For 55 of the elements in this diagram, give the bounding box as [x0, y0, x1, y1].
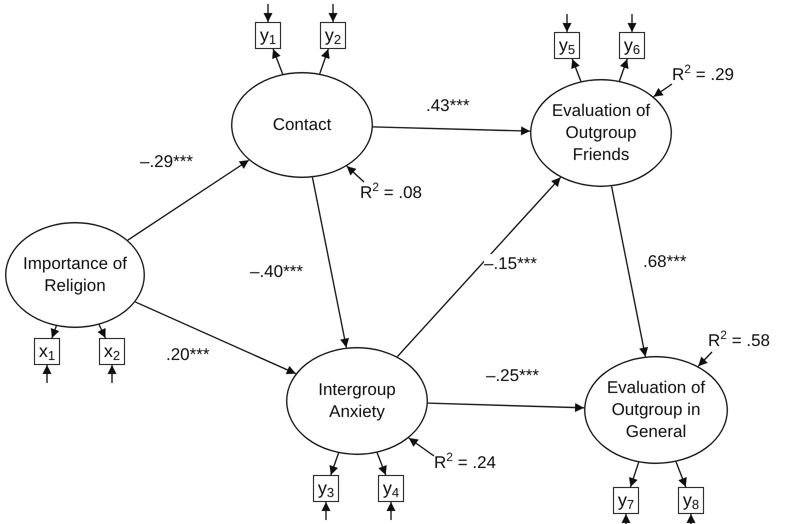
error-arrow	[628, 14, 636, 32]
path-arrow	[372, 126, 530, 136]
r-squared-label: R$^{2}$ = .29	[672, 64, 734, 86]
path-arrow	[319, 48, 330, 74]
observed-variable: y$_{4}$	[378, 475, 404, 502]
error-arrow	[622, 514, 630, 524]
observed-variable: x$_{2}$	[99, 338, 125, 365]
observed-variable: y$_{6}$	[619, 32, 645, 59]
path-arrow	[396, 176, 562, 358]
variable-label: Importance of Religion	[22, 253, 128, 297]
observed-variable: x$_{1}$	[34, 338, 60, 365]
path-arrow	[629, 462, 640, 488]
variable-label: Evaluation of Outgroup Friends	[550, 100, 652, 166]
error-arrow	[386, 502, 396, 520]
error-arrow	[42, 365, 52, 383]
variable-label: Contact	[272, 114, 332, 136]
latent-variable-ellipse	[5, 222, 145, 328]
path-arrow	[675, 462, 687, 488]
observed-variable: y$_{3}$	[313, 475, 339, 502]
path-arrow	[135, 301, 296, 374]
r-squared-label: R$^{2}$ = .08	[360, 182, 422, 204]
path-arrow	[272, 48, 284, 74]
path-arrow	[428, 402, 584, 412]
path-arrow	[50, 326, 60, 338]
observed-variable: y$_{2}$	[320, 22, 346, 49]
observed-variable: y$_{1}$	[255, 22, 281, 49]
path-arrow	[618, 58, 628, 82]
r-squared-label: R$^{2}$ = .58	[708, 330, 770, 352]
path-arrow	[376, 452, 387, 476]
variable-label: Intergroup Anxiety	[317, 379, 397, 423]
path-arrow	[312, 177, 350, 348]
error-arrow	[264, 4, 272, 22]
path-arrow	[330, 452, 340, 476]
error-arrow	[328, 4, 338, 22]
latent-variable-ellipse	[286, 347, 428, 455]
error-arrow	[108, 365, 116, 383]
observed-variable: y$_{8}$	[678, 487, 704, 514]
path-arrow	[408, 437, 434, 457]
r-squared-label: R$^{2}$ = .24	[434, 452, 496, 474]
path-arrow	[346, 166, 364, 182]
path-arrow	[610, 186, 648, 357]
path-arrow	[653, 83, 672, 98]
error-arrow	[322, 502, 330, 520]
path-arrow	[698, 352, 712, 367]
path-arrow	[98, 324, 106, 338]
latent-variable-ellipse	[584, 356, 728, 464]
path-arrow	[127, 160, 250, 241]
error-arrow	[562, 14, 572, 32]
latent-variable-ellipse	[530, 79, 672, 187]
error-arrow	[686, 514, 696, 524]
observed-variable: y$_{5}$	[554, 32, 580, 59]
path-arrow	[571, 58, 582, 82]
variable-label: Evaluation of Outgroup in General	[606, 377, 706, 443]
observed-variable: y$_{7}$	[613, 487, 639, 514]
latent-variable-ellipse	[231, 72, 373, 178]
